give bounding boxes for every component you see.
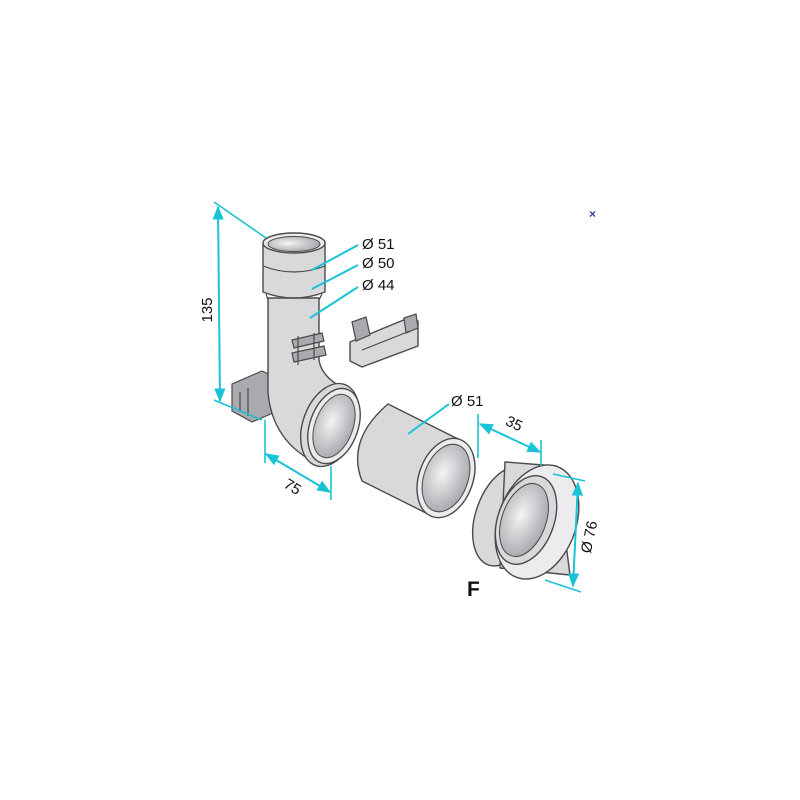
bracket-plate-tab-right bbox=[403, 313, 419, 334]
label-width: 75 bbox=[281, 476, 304, 499]
leader-top-inner bbox=[309, 286, 359, 319]
dimension-lines bbox=[212, 201, 586, 593]
pipe-clip-lines bbox=[297, 333, 315, 365]
label-top-outer-diameter: Ø 51 bbox=[362, 236, 395, 253]
ring-dia-ext-bottom bbox=[544, 579, 582, 593]
label-ring-diameter: Ø 76 bbox=[578, 519, 601, 554]
label-top-mid-diameter: Ø 50 bbox=[362, 255, 395, 272]
sleeve-end-opening bbox=[421, 443, 471, 513]
wall-ring bbox=[471, 461, 580, 580]
sleeve-pipe bbox=[356, 403, 476, 519]
label-ring-depth: 35 bbox=[503, 413, 525, 435]
bracket-plate-fold-line bbox=[361, 330, 411, 351]
depth-dimension-line bbox=[478, 423, 542, 453]
ring-diameter-line bbox=[568, 481, 583, 588]
pipe-taper-lines bbox=[265, 293, 323, 301]
label-part-letter: F bbox=[467, 578, 480, 601]
label-top-inner-diameter: Ø 44 bbox=[362, 277, 395, 294]
elbow-upper-pipe bbox=[262, 242, 326, 299]
leader-top-outer bbox=[311, 244, 359, 271]
ring-dia-ext-top bbox=[552, 473, 586, 482]
height-dimension-line bbox=[212, 205, 226, 403]
pipe-clip-upper bbox=[291, 332, 325, 349]
pipe-step-line bbox=[262, 265, 326, 273]
elbow-top-opening bbox=[267, 236, 321, 252]
bracket-plate-tab-left bbox=[351, 316, 371, 342]
dimension-labels: Ø 51 Ø 50 Ø 44 135 75 Ø 51 35 Ø 76 F × bbox=[199, 207, 601, 601]
leader-top-mid bbox=[311, 264, 359, 290]
corner-cross-mark: × bbox=[589, 207, 596, 221]
pipe-clip-lower bbox=[291, 345, 327, 363]
height-ext-bottom bbox=[213, 399, 263, 421]
height-ext-top bbox=[213, 201, 267, 239]
width-dimension-line bbox=[264, 453, 332, 493]
bracket-slot-lines bbox=[239, 388, 249, 416]
leader-sleeve bbox=[407, 403, 450, 435]
ring-opening bbox=[499, 483, 549, 557]
label-sleeve-diameter: Ø 51 bbox=[451, 393, 484, 410]
elbow-fitting bbox=[231, 232, 361, 468]
label-height: 135 bbox=[199, 297, 216, 322]
bracket-plate bbox=[349, 313, 419, 368]
